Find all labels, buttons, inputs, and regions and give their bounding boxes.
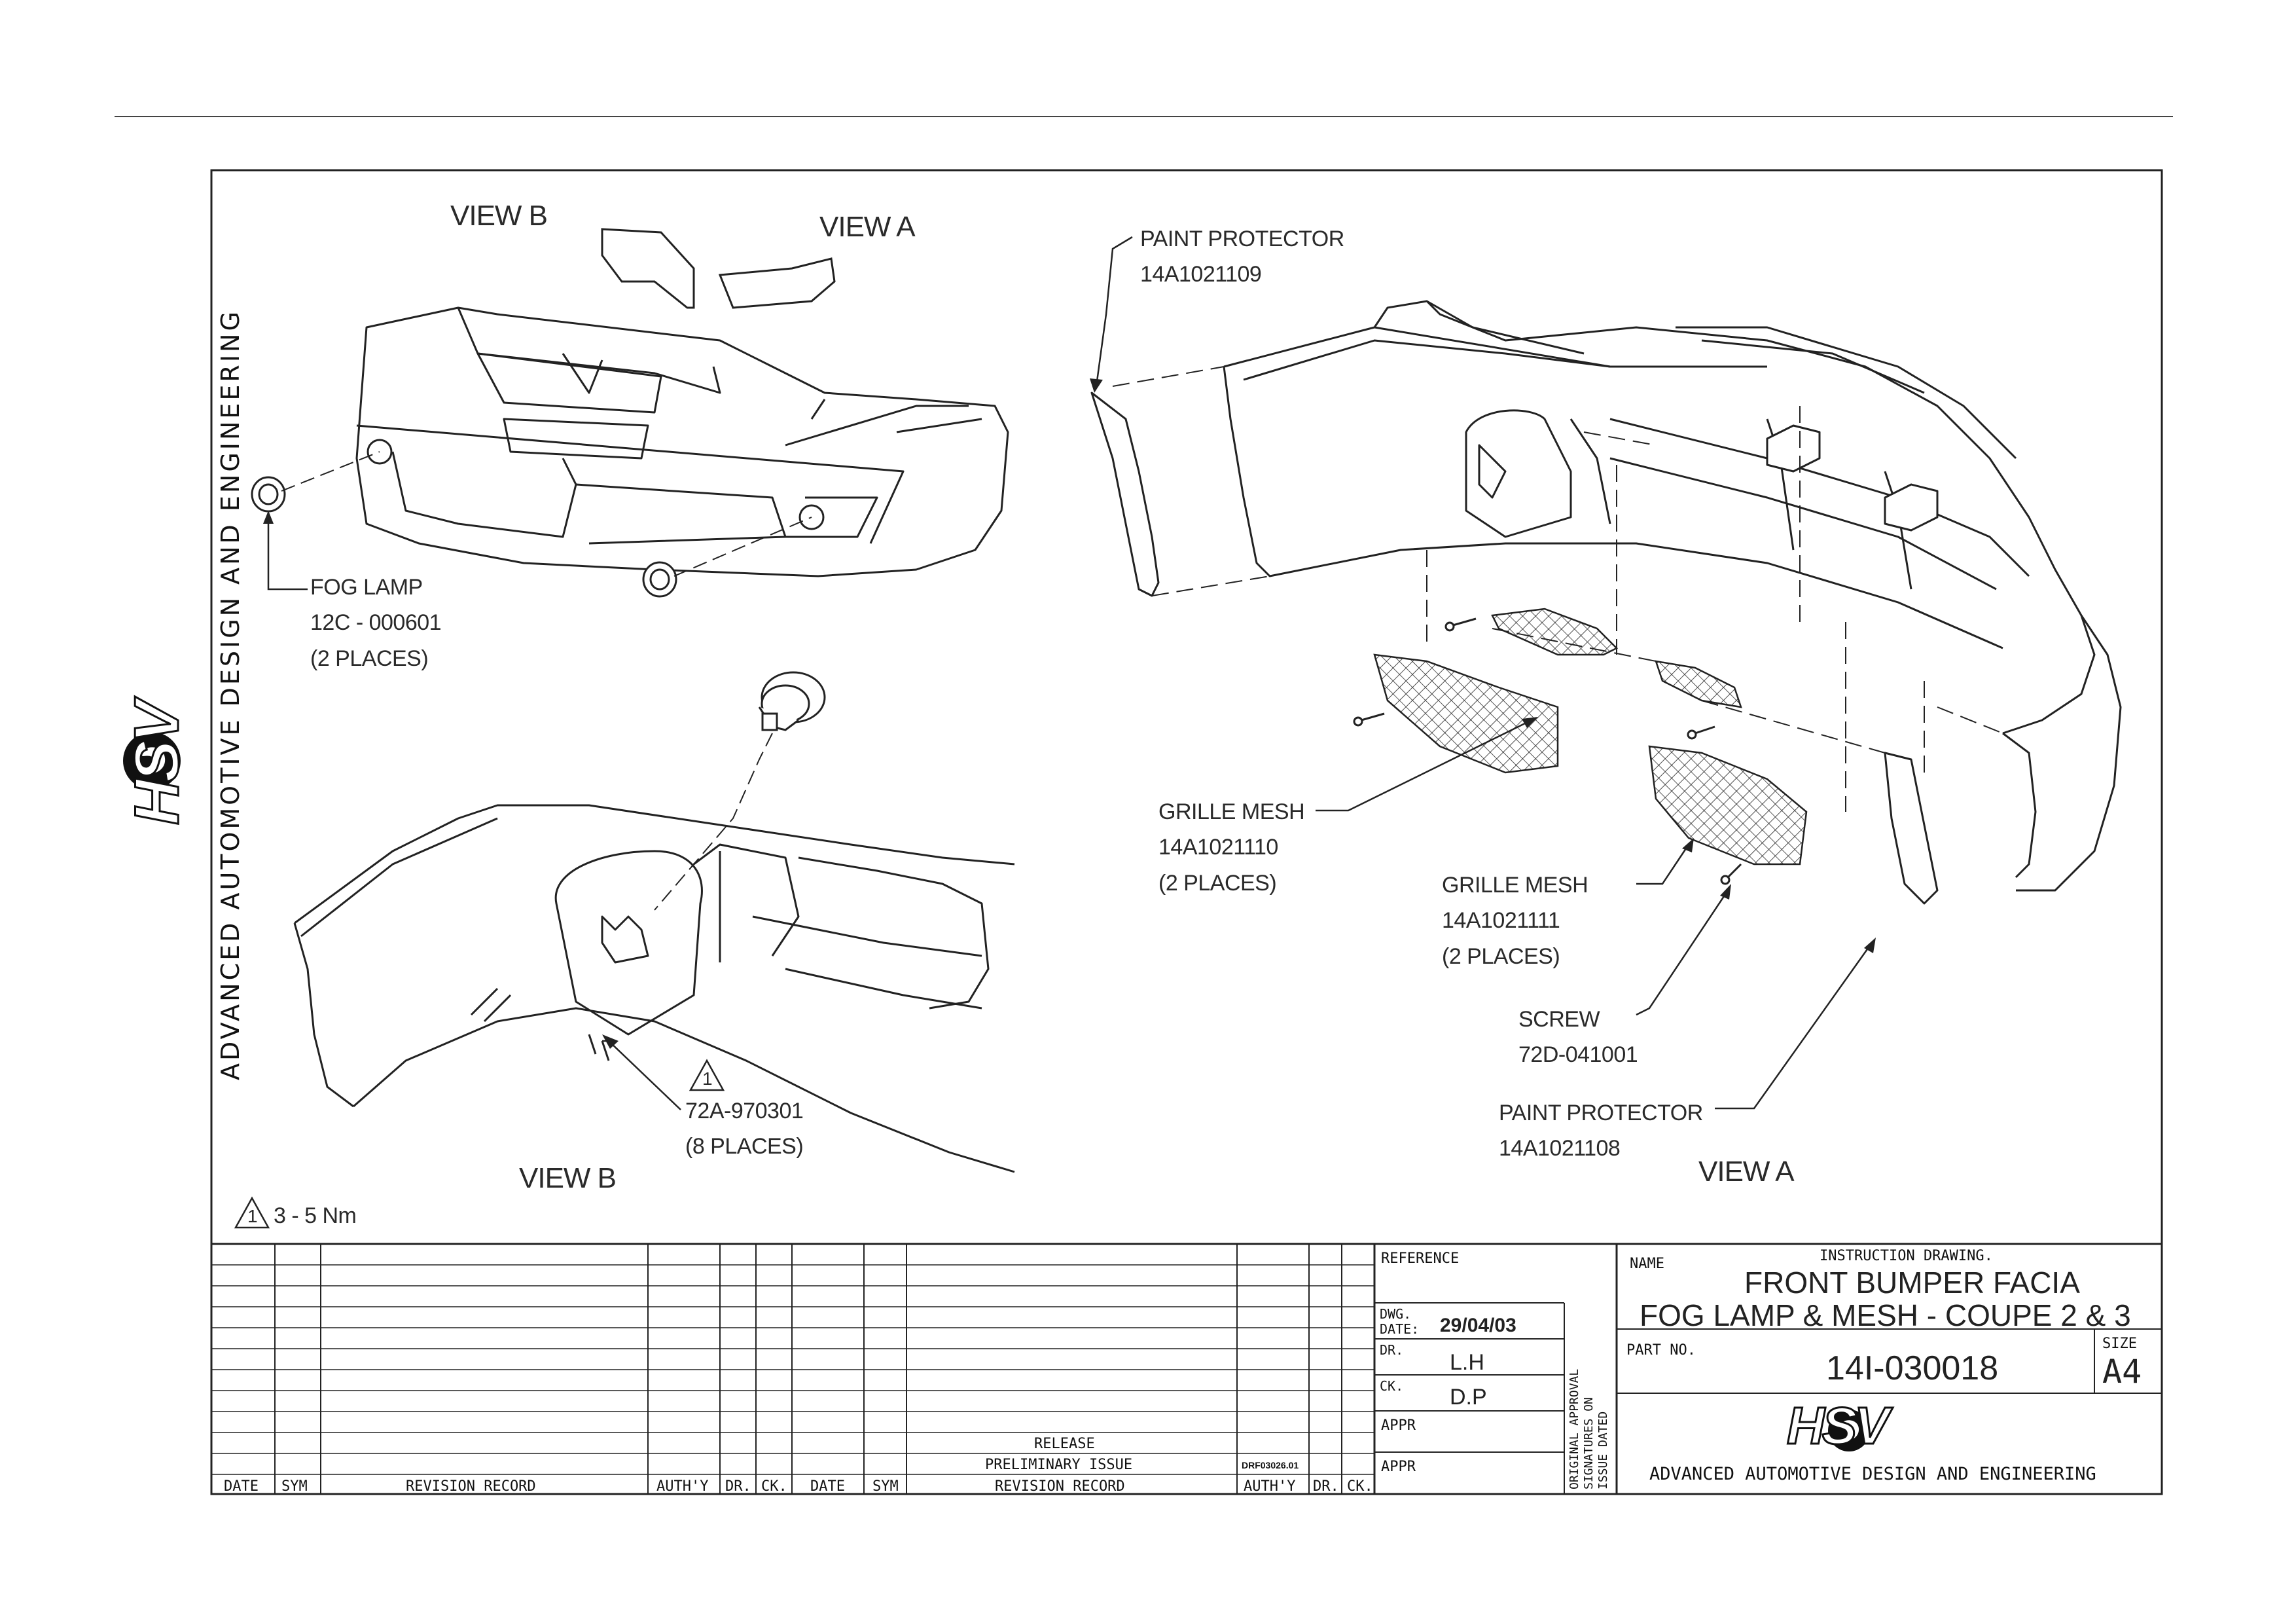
approval-vertical-line-3: ISSUE DATED (1596, 1411, 1610, 1489)
torque-note-triangle (234, 1196, 270, 1229)
rev-header-record-right: REVISION RECORD (995, 1478, 1125, 1495)
fog-lamp-callout: FOG LAMP 12C - 000601 (2 PLACES) (310, 570, 442, 676)
fastener-callout: 72A-970301 (8 PLACES) (685, 1093, 804, 1165)
callout-name: PAINT PROTECTOR (1140, 227, 1344, 251)
dwg-date-label-2: DATE: (1380, 1321, 1420, 1337)
rev-header-dr-right: DR. (1313, 1478, 1339, 1495)
reference-label: REFERENCE (1381, 1250, 1460, 1267)
appr-label-2: APPR (1381, 1459, 1416, 1475)
grille-mesh-1-callout: GRILLE MESH 14A1021110 (2 PLACES) (1158, 794, 1305, 901)
callout-name: GRILLE MESH (1158, 799, 1305, 824)
callout-name: PAINT PROTECTOR (1499, 1101, 1703, 1125)
rev-entry-preliminary: PRELIMINARY ISSUE (985, 1457, 1133, 1473)
hsv-lion-badge-side (123, 732, 181, 790)
paint-protector-top-callout: PAINT PROTECTOR 14A1021109 (1140, 221, 1344, 293)
title-line-2: FOG LAMP & MESH - COUPE 2 & 3 (1640, 1298, 2131, 1332)
view-a-arrowheads (1090, 378, 1876, 953)
bumper-view-a (1090, 300, 2122, 905)
dwg-date: 29/04/03 (1440, 1315, 1516, 1336)
fog-lamp-callout-line (267, 517, 308, 591)
rev-entry-release: RELEASE (1034, 1436, 1095, 1452)
screw-callout: SCREW 72D-041001 (1518, 1002, 1638, 1073)
title-subtitle: INSTRUCTION DRAWING. (1820, 1248, 1993, 1264)
bumper-view-b-bottom (293, 804, 1015, 1173)
callout-name: SCREW (1518, 1007, 1600, 1032)
rev-header-ck-left: CK. (761, 1478, 787, 1495)
approval-vertical-text: ORIGINAL APPROVAL SIGNATURES ON ISSUE DA… (1568, 1369, 1611, 1489)
dr-label: DR. (1380, 1342, 1404, 1358)
rev-header-sym-right: SYM (872, 1478, 899, 1495)
size-label: SIZE (2102, 1336, 2137, 1352)
view-a-top-label: VIEW A (819, 211, 916, 243)
rev-header-sym-left: SYM (281, 1478, 308, 1495)
part-no-value: 14I-030018 (1826, 1349, 1999, 1387)
approval-vertical-line-1: ORIGINAL APPROVAL (1568, 1368, 1581, 1489)
rev-header-authy-right: AUTH'Y (1244, 1478, 1296, 1495)
fastener-arrowhead (602, 1034, 619, 1049)
rev-header-authy-left: AUTH'Y (656, 1478, 709, 1495)
bumper-view-b-top (355, 306, 1009, 577)
hsv-lion-badge-title (1828, 1410, 1870, 1451)
hsv-logo-side: HSV (121, 702, 193, 826)
hsv-logo-title: HSV (1786, 1396, 1890, 1456)
dr-value: L.H (1450, 1350, 1484, 1375)
fastener-callout-line (602, 1040, 681, 1110)
view-a-callout-leaders (1095, 236, 1873, 1110)
callout-part: 14A1021110 (1158, 835, 1278, 860)
callout-part: 12C - 000601 (310, 610, 442, 636)
torque-note-marker: 1 (247, 1206, 258, 1226)
rev-header-ck-right: CK. (1347, 1478, 1373, 1495)
size-value: A4 (2102, 1353, 2142, 1391)
screws (1353, 617, 1742, 885)
ck-value: D.P (1450, 1385, 1487, 1410)
callout-name: FOG LAMP (310, 575, 423, 600)
callout-part: 14A1021111 (1442, 908, 1560, 934)
title-block-lines (210, 1243, 2163, 1495)
callout-qty: (2 PLACES) (1442, 943, 1560, 969)
fastener-revision-triangle (689, 1059, 725, 1091)
view-a-bottom-label: VIEW A (1698, 1156, 1795, 1188)
paint-protector-bottom-callout: PAINT PROTECTOR 14A1021108 (1499, 1095, 1703, 1167)
ck-label: CK. (1380, 1378, 1404, 1394)
callout-part: 14A1021109 (1140, 262, 1262, 287)
rev-header-date-left: DATE (224, 1478, 259, 1495)
fog-lamp-leaders (281, 451, 812, 577)
rev-entry-code: DRF03026.01 (1242, 1460, 1299, 1470)
part-no-label: PART NO. (1626, 1342, 1696, 1359)
rev-header-dr-left: DR. (725, 1478, 751, 1495)
fog-lamp-unit-leader (654, 733, 773, 911)
view-direction-arrows (601, 228, 836, 309)
fog-lamp-unit (758, 671, 826, 731)
fog-lamp-arrowhead (263, 511, 274, 524)
view-a-dash-lines (1112, 366, 2003, 812)
view-b-bottom-label: VIEW B (519, 1162, 617, 1194)
rev-header-date-right: DATE (810, 1478, 845, 1495)
grille-mesh-2-callout: GRILLE MESH 14A1021111 (2 PLACES) (1442, 867, 1588, 974)
fastener-marker: 1 (702, 1068, 713, 1089)
rev-header-record-left: REVISION RECORD (406, 1478, 536, 1495)
callout-qty: (2 PLACES) (310, 646, 429, 671)
approval-vertical-line-2: SIGNATURES ON (1582, 1397, 1596, 1489)
callout-part: 14A1021108 (1499, 1136, 1621, 1161)
name-label: NAME (1630, 1256, 1664, 1272)
company-name: ADVANCED AUTOMOTIVE DESIGN AND ENGINEERI… (1649, 1464, 2096, 1484)
callout-part: 72A-970301 (685, 1099, 804, 1123)
view-b-top-label: VIEW B (450, 200, 548, 232)
callout-part: 72D-041001 (1518, 1042, 1638, 1068)
appr-label-1: APPR (1381, 1417, 1416, 1434)
callout-qty: (2 PLACES) (1158, 870, 1277, 896)
grille-meshes (1373, 608, 1808, 866)
title-line-1: FRONT BUMPER FACIA (1744, 1266, 2080, 1300)
torque-note: 3 - 5 Nm (274, 1203, 357, 1228)
callout-name: GRILLE MESH (1442, 873, 1588, 898)
dwg-date-label-1: DWG. (1380, 1306, 1412, 1322)
side-company-text: ADVANCED AUTOMOTIVE DESIGN AND ENGINEERI… (216, 309, 245, 1080)
callout-qty: (8 PLACES) (685, 1134, 804, 1159)
